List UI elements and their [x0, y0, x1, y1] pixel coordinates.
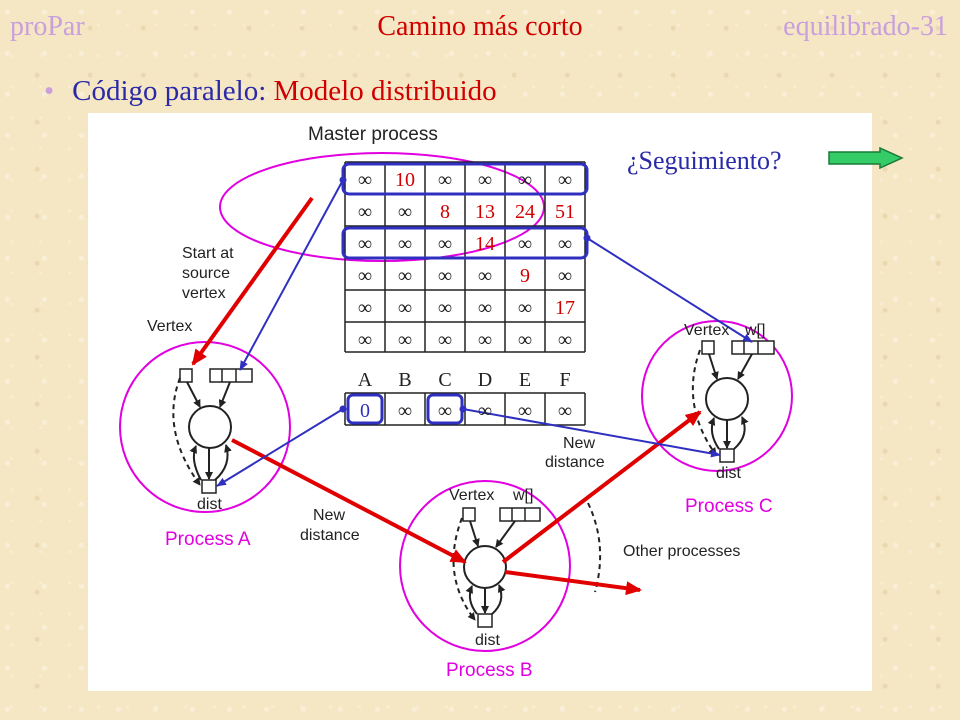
matrix-cell: ∞	[358, 169, 372, 191]
dist-label-b: dist	[475, 632, 500, 649]
row-c-to-process-c	[586, 237, 753, 343]
matrix-cell: 8	[440, 201, 450, 223]
dist-cell: 0	[360, 400, 370, 422]
dist-cell: ∞	[558, 400, 572, 422]
vertex-label-a: Vertex	[147, 318, 192, 335]
dist-cell: ∞	[398, 400, 412, 422]
vertex-label-c: Vertex	[684, 322, 729, 339]
w-label-c: w[]	[744, 322, 765, 339]
matrix-cell: ∞	[558, 265, 572, 287]
matrix-cell: ∞	[478, 329, 492, 351]
matrix-cell: ∞	[478, 297, 492, 319]
process-a-label: Process A	[165, 529, 251, 550]
matrix-cell: ∞	[438, 169, 452, 191]
matrix-cell: 14	[475, 233, 495, 255]
matrix-cell: ∞	[358, 329, 372, 351]
header-left: proPar	[10, 11, 85, 42]
column-headers: A B C D E F	[358, 369, 571, 391]
matrix-cells: ∞ 10 ∞ ∞ ∞ ∞ ∞ ∞ 8 13 24 51 ∞ ∞ ∞ 14 ∞ ∞ ∞ ∞ ∞ ∞ 9 ∞ ∞ ∞ ∞ ∞ ∞ 17 ∞ ∞ ∞ ∞…	[358, 169, 575, 351]
process-a-internals	[172, 368, 253, 494]
matrix-cell: ∞	[358, 265, 372, 287]
matrix-cell: 10	[395, 169, 415, 191]
matrix-cell: ∞	[518, 329, 532, 351]
matrix-cell: ∞	[398, 233, 412, 255]
follow-link[interactable]: ¿Seguimiento?	[627, 146, 782, 175]
start-arrow	[191, 196, 314, 366]
matrix-cell: ∞	[398, 297, 412, 319]
column-header: D	[478, 369, 492, 391]
matrix-cell: ∞	[398, 201, 412, 223]
w-label-b: w[]	[512, 487, 533, 504]
column-header: A	[358, 369, 373, 391]
dist-cell: ∞	[478, 400, 492, 422]
a-to-b-arrow	[231, 438, 467, 564]
header-right: equilibrado-31	[783, 11, 948, 42]
matrix-cell: ∞	[558, 329, 572, 351]
matrix-cell: ∞	[558, 233, 572, 255]
bullet-dot: •	[44, 75, 55, 107]
b-to-c-arrow	[501, 410, 702, 564]
process-b-internals	[452, 502, 602, 628]
matrix-cell: ∞	[518, 169, 532, 191]
other-processes-label: Other processes	[623, 543, 740, 560]
vertex-label-b: Vertex	[449, 487, 494, 504]
bullet-emphasis: Modelo distribuido	[273, 75, 497, 107]
right-arrow-icon[interactable]	[828, 147, 904, 169]
matrix-cell: ∞	[438, 265, 452, 287]
dist-label-c: dist	[716, 465, 741, 482]
b-to-other-arrow	[504, 570, 642, 596]
matrix-cell: ∞	[398, 329, 412, 351]
matrix-cell: ∞	[358, 297, 372, 319]
dist-c-link	[462, 408, 721, 458]
matrix-cell: ∞	[438, 233, 452, 255]
column-header: C	[438, 369, 451, 391]
matrix-cell: 24	[515, 201, 535, 223]
start-label: Start at source vertex	[182, 245, 238, 302]
bullet-line: • Código paralelo: Modelo distribuido	[44, 74, 497, 108]
matrix-cell: ∞	[558, 169, 572, 191]
dist-a-link	[216, 408, 344, 487]
column-header: F	[559, 369, 570, 391]
new-distance-label-c: New distance	[545, 435, 605, 471]
dist-cell: ∞	[438, 400, 452, 422]
matrix-cell: ∞	[358, 201, 372, 223]
process-b-label: Process B	[446, 660, 533, 681]
slide-title: Camino más corto	[377, 11, 583, 42]
column-header: B	[398, 369, 411, 391]
column-header: E	[519, 369, 531, 391]
matrix-cell: ∞	[398, 265, 412, 287]
new-distance-label-b: New distance	[300, 507, 360, 544]
matrix-cell: 17	[555, 297, 575, 319]
matrix-cell: ∞	[478, 265, 492, 287]
process-c-internals	[691, 340, 775, 463]
matrix-cell: ∞	[438, 297, 452, 319]
matrix-cell: ∞	[438, 329, 452, 351]
matrix-cell: ∞	[518, 233, 532, 255]
dist-cells: 0 ∞ ∞ ∞ ∞ ∞	[360, 400, 572, 422]
weight-matrix	[341, 161, 589, 353]
matrix-cell: 51	[555, 201, 575, 223]
process-c-label: Process C	[685, 496, 773, 517]
dist-label-a: dist	[197, 496, 222, 513]
process-a-circle	[119, 341, 291, 513]
dist-cell: ∞	[518, 400, 532, 422]
row-a-to-process-a	[239, 179, 344, 371]
master-process-ellipse	[219, 152, 545, 262]
matrix-cell: ∞	[518, 297, 532, 319]
matrix-cell: ∞	[478, 169, 492, 191]
matrix-cell: 13	[475, 201, 495, 223]
matrix-cell: 9	[520, 265, 530, 287]
process-b-circle	[399, 480, 571, 652]
master-process-label: Master process	[308, 124, 438, 145]
bullet-prefix: Código paralelo:	[72, 75, 274, 107]
matrix-cell: ∞	[358, 233, 372, 255]
